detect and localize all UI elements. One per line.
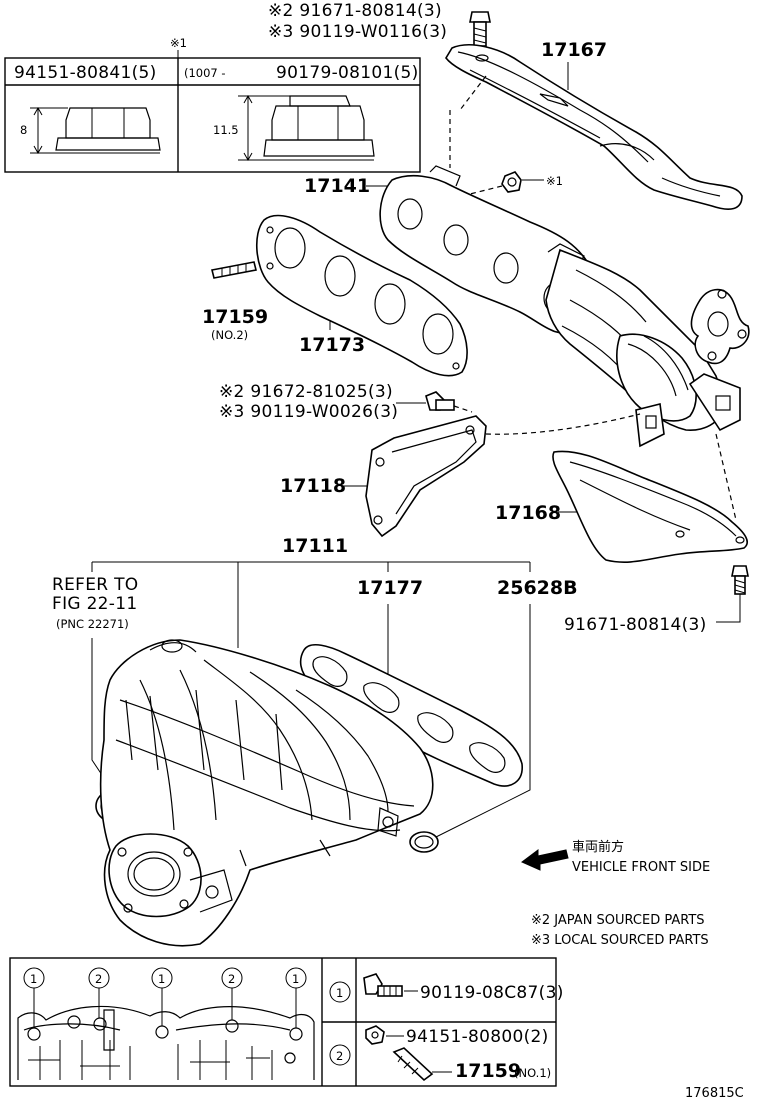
marker-1-right: 1 [285, 967, 307, 1028]
vehicle-front-side-indicator: 車両前方 VEHICLE FRONT SIDE [521, 839, 710, 875]
callout-17173: 17173 [299, 334, 365, 356]
intake-o-ring [409, 831, 439, 853]
heat-insulator-bolt-top [469, 11, 491, 47]
callout-17159-note: (NO.2) [211, 328, 248, 342]
exhaust-manifold-heat-insulator-upper [445, 44, 743, 210]
svg-text:1: 1 [336, 986, 343, 1000]
flange-nut-8mm-illustration [30, 106, 161, 155]
nut-left-height-dim: 8 [20, 123, 27, 137]
callout-25628b: 25628B [497, 577, 578, 599]
svg-text:2: 2 [95, 972, 102, 986]
fastener-row-3-note: (NO.1) [514, 1066, 551, 1080]
manifold-stay-bolt [425, 391, 455, 411]
refer-text-line2: FIG 22-11 [52, 594, 137, 614]
marker-2-left: 2 [88, 967, 110, 1018]
callout-17118: 17118 [280, 475, 346, 497]
callout-top-bolt-jp: ※2 91671-80814(3) [268, 1, 442, 21]
callout-17159: 17159 [202, 306, 268, 328]
callout-mid-bolt-jp: ※2 91672-81025(3) [219, 382, 393, 402]
flange-nut-11-5mm-illustration [238, 94, 375, 162]
fastener-row-2: 2 94151-80800(2) 17159 (NO.1) [329, 1025, 551, 1082]
callout-top-bolt-local: ※3 90119-W0116(3) [268, 22, 447, 42]
callout-bottom-bolt: 91671-80814(3) [564, 615, 707, 635]
stud-position-sketch [17, 1005, 315, 1080]
nut-right-height-dim: 11.5 [213, 123, 239, 137]
svg-text:2: 2 [336, 1049, 343, 1063]
fastener-row-3-part: 17159 [455, 1060, 521, 1082]
svg-text:2: 2 [228, 972, 235, 986]
nut-spec-table: ※1 94151-80841(5) (1007 - 90179-08101(5)… [4, 36, 421, 173]
svg-text:1: 1 [30, 972, 37, 986]
flange-bolt-icon [363, 973, 403, 997]
refer-text-line3: (PNC 22271) [56, 617, 129, 631]
exhaust-manifold [379, 165, 750, 448]
manifold-nut [501, 171, 522, 193]
fastener-row-1-part: 90119-08C87(3) [420, 983, 564, 1003]
legend-japan-sourced: ※2 JAPAN SOURCED PARTS [531, 913, 705, 928]
heat-insulator-bolt-bottom [731, 565, 749, 595]
fastener-row-2-part: 94151-80800(2) [406, 1027, 549, 1047]
legend-local-sourced: ※3 LOCAL SOURCED PARTS [531, 933, 709, 948]
nut-table-right-range: (1007 - [184, 66, 226, 80]
callout-17111: 17111 [282, 535, 348, 557]
marker-1-left: 1 [23, 967, 45, 1028]
fastener-row-1: 1 90119-08C87(3) [329, 973, 564, 1003]
stud-bolt-no2 [211, 261, 257, 279]
marker-1-center: 1 [151, 967, 173, 1026]
vehicle-front-arrow-icon [521, 849, 569, 871]
nut-table-left-part: 94151-80841(5) [14, 63, 157, 83]
figure-id: 176815C [685, 1086, 744, 1101]
svg-text:1: 1 [292, 972, 299, 986]
callout-17167: 17167 [541, 39, 607, 61]
svg-text:1: 1 [158, 972, 165, 986]
direction-label-en: VEHICLE FRONT SIDE [572, 860, 710, 875]
fastener-location-table: 1 2 1 2 1 1 [9, 957, 564, 1087]
callout-mid-bolt-local: ※3 90119-W0026(3) [219, 402, 398, 422]
intake-manifold [99, 639, 434, 947]
exhaust-manifold-gasket [255, 214, 468, 377]
nut-icon [365, 1025, 385, 1045]
direction-label-jp: 車両前方 [572, 839, 624, 855]
callout-17177: 17177 [357, 577, 423, 599]
callout-17168: 17168 [495, 502, 561, 524]
marker-2-right: 2 [221, 967, 243, 1020]
nut-table-right-part: 90179-08101(5) [276, 63, 419, 83]
refer-text-line1: REFER TO [52, 575, 138, 595]
nut-table-mark: ※1 [170, 36, 187, 50]
exhaust-manifold-heat-insulator-lower [552, 450, 748, 563]
stud-bolt-icon [392, 1047, 434, 1082]
callout-nut-ref: ※1 [546, 174, 563, 188]
manifold-stay [365, 415, 487, 538]
callout-17141: 17141 [304, 175, 370, 197]
